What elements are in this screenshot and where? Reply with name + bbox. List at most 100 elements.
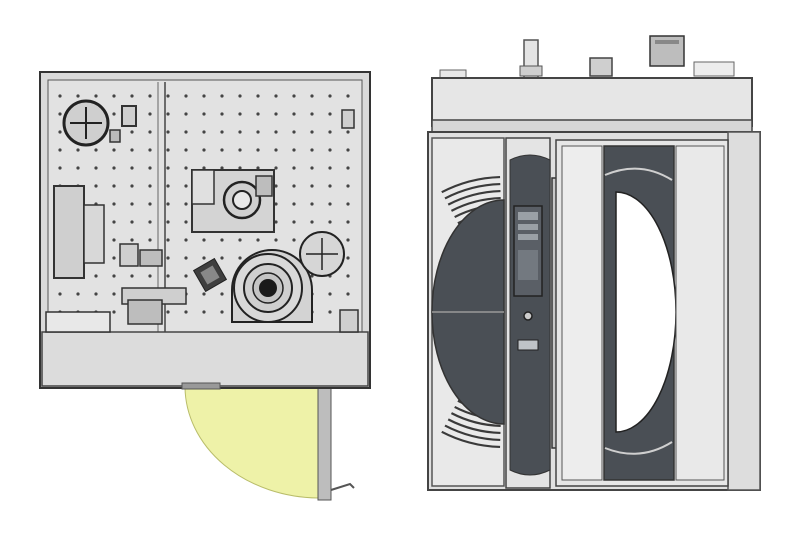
perforation-dot [274, 130, 278, 134]
perforation-dot [220, 130, 224, 134]
perforation-dot [202, 256, 206, 260]
perforation-dot [274, 238, 278, 242]
perforation-dot [148, 166, 152, 170]
right-side-column [727, 131, 761, 491]
perforation-dot [148, 112, 152, 116]
vent-louver [444, 182, 501, 200]
perforation-dot [58, 292, 62, 296]
perforation-dot [310, 184, 314, 188]
perforation-dot [94, 148, 98, 152]
perforation-dot [238, 112, 242, 116]
perforation-dot [328, 184, 332, 188]
perforation-dot [292, 220, 296, 224]
perforation-dot [58, 166, 62, 170]
perforation-dot [328, 130, 332, 134]
perforation-dot [112, 202, 116, 206]
perforation-dot [166, 94, 170, 98]
perforation-dot [112, 94, 116, 98]
perforation-dot [238, 94, 242, 98]
vent-louver [447, 189, 501, 206]
perforation-dot [148, 238, 152, 242]
perforation-dot [310, 148, 314, 152]
control-panel-icon[interactable] [513, 205, 543, 297]
door-handle-icon [330, 482, 355, 491]
perforation-dot [112, 292, 116, 296]
perforation-dot [166, 148, 170, 152]
perforation-dot [166, 274, 170, 278]
perforation-dot [274, 148, 278, 152]
perforation-dot [58, 112, 62, 116]
perforation-dot [346, 220, 350, 224]
open-door-leaf [317, 387, 332, 501]
perforation-dot [166, 310, 170, 314]
bottom-panel [41, 331, 369, 387]
perforation-dot [274, 184, 278, 188]
perforation-dot [292, 94, 296, 98]
logo-plate [517, 339, 539, 351]
perforation-dot [202, 310, 206, 314]
perforation-grid [58, 94, 350, 314]
perforation-dot [166, 166, 170, 170]
door-right-strip [675, 145, 725, 481]
canopy-band [431, 119, 753, 133]
burner-box-left [191, 169, 215, 205]
left-module-inner [83, 204, 105, 264]
perforation-dot [292, 202, 296, 206]
perforation-dot [112, 274, 116, 278]
vent-louver [450, 196, 501, 212]
perforation-dot [94, 274, 98, 278]
perforation-dot [238, 256, 242, 260]
perforation-dot [112, 148, 116, 152]
perforation-dot [184, 220, 188, 224]
perforation-dot [328, 112, 332, 116]
perforation-dot [76, 148, 80, 152]
perforation-dot [130, 238, 134, 242]
roof-vent-cap [519, 65, 543, 77]
roof-motor-fins [655, 40, 679, 44]
perforation-dot [148, 184, 152, 188]
perforation-dot [76, 292, 80, 296]
valve-icon [192, 257, 228, 293]
perforation-dot [202, 166, 206, 170]
fan-icon [62, 99, 110, 147]
perforation-dot [256, 148, 260, 152]
vent-louver [441, 430, 501, 449]
perforation-dot [346, 166, 350, 170]
perforation-dot [256, 238, 260, 242]
pipe-block-2 [139, 249, 163, 267]
perforation-dot [94, 184, 98, 188]
perforation-dot [148, 202, 152, 206]
perforation-dot [184, 166, 188, 170]
roof-small-box [589, 57, 613, 77]
front-view [427, 35, 761, 491]
perforation-dot [166, 238, 170, 242]
perforation-dot [76, 94, 80, 98]
perforation-dot [130, 130, 134, 134]
perforation-dot [346, 238, 350, 242]
perforation-dot [148, 94, 152, 98]
perforation-dot [184, 310, 188, 314]
perforation-dot [310, 166, 314, 170]
perforation-dot [256, 166, 260, 170]
perforation-dot [130, 94, 134, 98]
perforation-dot [166, 112, 170, 116]
perforation-dot [328, 202, 332, 206]
perforation-dot [130, 220, 134, 224]
perforation-dot [346, 202, 350, 206]
vent-louver [444, 424, 501, 442]
perforation-dot [256, 130, 260, 134]
perforation-dot [310, 112, 314, 116]
pipe-stub [45, 311, 111, 333]
perforation-dot [220, 148, 224, 152]
left-module [53, 185, 85, 279]
perforation-dot [202, 94, 206, 98]
fan-icon-right [299, 231, 345, 277]
perforation-dot [130, 166, 134, 170]
perforation-dot [184, 238, 188, 242]
perforation-dot [238, 238, 242, 242]
perforation-dot [202, 292, 206, 296]
perforation-dot [220, 256, 224, 260]
perforation-dot [112, 112, 116, 116]
power-knob[interactable] [523, 311, 533, 321]
